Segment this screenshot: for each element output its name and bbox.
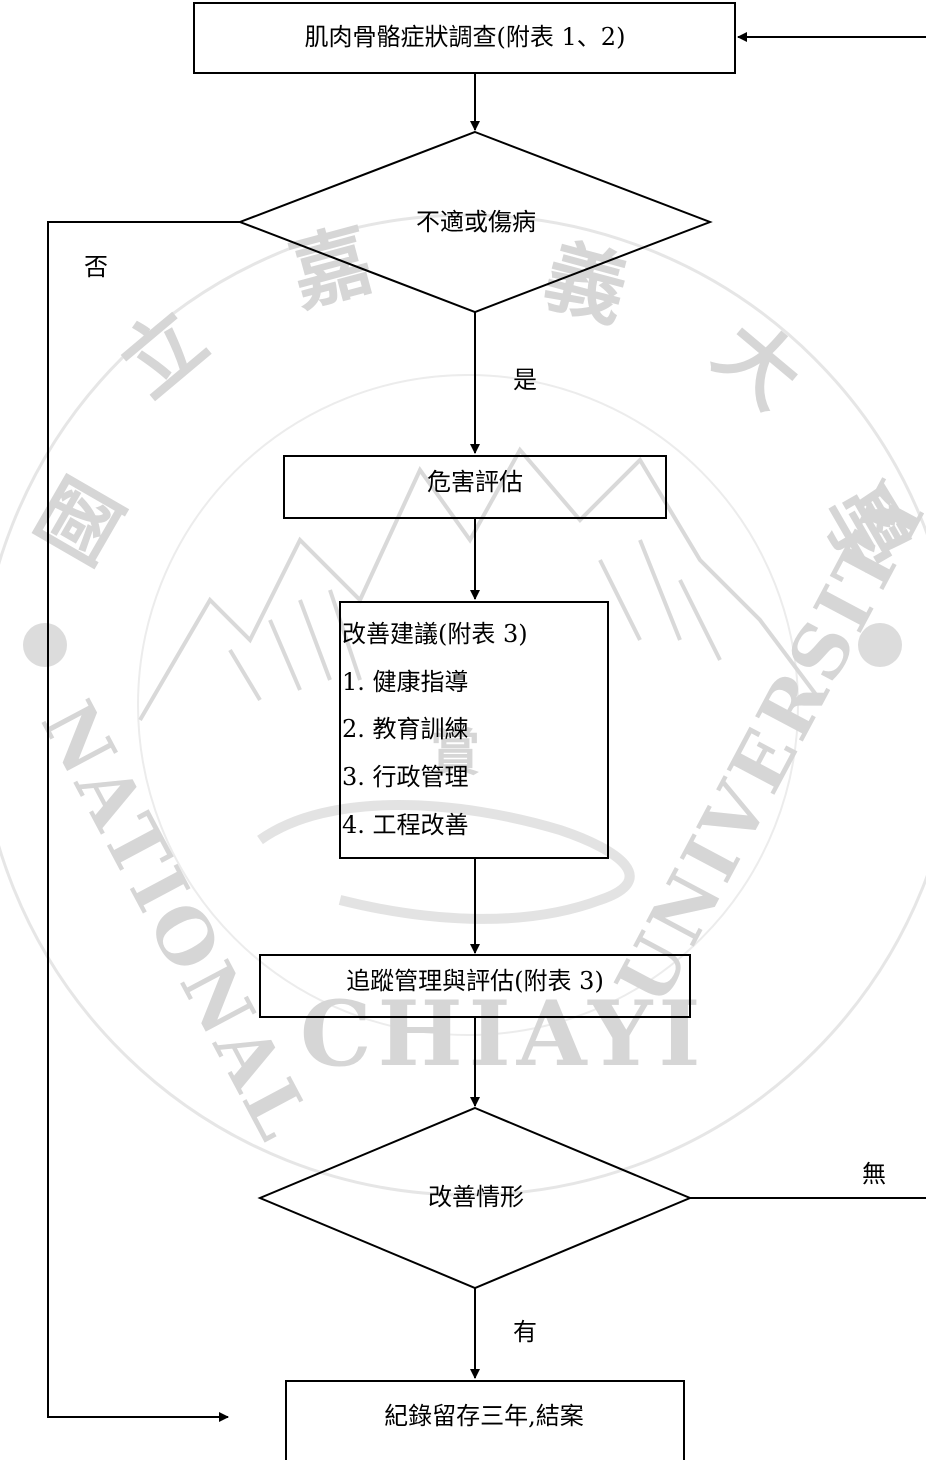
list-item-improvement-1: 1. 健康指導 bbox=[342, 668, 469, 696]
text-survey: 肌肉骨骼症狀調查(附表 1、2) bbox=[304, 23, 626, 51]
watermark-ring-inner bbox=[137, 374, 799, 1036]
label-yes: 是 bbox=[513, 366, 537, 394]
watermark-center-char: 賞 bbox=[430, 723, 480, 782]
text-hazard-assessment: 危害評估 bbox=[427, 468, 523, 496]
box-record bbox=[285, 1380, 685, 1460]
arrow-no-path bbox=[47, 221, 240, 1422]
box-tracking bbox=[259, 954, 691, 1018]
text-decision-improvement: 改善情形 bbox=[428, 1183, 524, 1211]
list-item-improvement-3: 3. 行政管理 bbox=[342, 763, 469, 791]
list-item-improvement-4: 4. 工程改善 bbox=[342, 811, 469, 839]
text-improvement-title: 改善建議(附表 3) bbox=[342, 620, 528, 648]
watermark-ring-outer bbox=[0, 213, 926, 1197]
label-none: 無 bbox=[862, 1160, 886, 1188]
label-no: 否 bbox=[84, 253, 108, 281]
plum-blossom-icon bbox=[23, 623, 902, 667]
text-record: 紀錄留存三年,結案 bbox=[384, 1402, 584, 1430]
box-hazard-assessment bbox=[283, 455, 667, 519]
box-survey bbox=[193, 2, 736, 74]
label-has: 有 bbox=[513, 1318, 537, 1346]
mountain-emblem-icon bbox=[138, 446, 822, 924]
text-tracking: 追蹤管理與評估(附表 3) bbox=[346, 967, 604, 995]
box-improvement-suggestions bbox=[339, 601, 609, 859]
list-item-improvement-2: 2. 教育訓練 bbox=[342, 715, 469, 743]
watermark-english-bottom: CHIAYI bbox=[300, 981, 706, 1087]
text-decision-discomfort: 不適或傷病 bbox=[416, 208, 536, 236]
